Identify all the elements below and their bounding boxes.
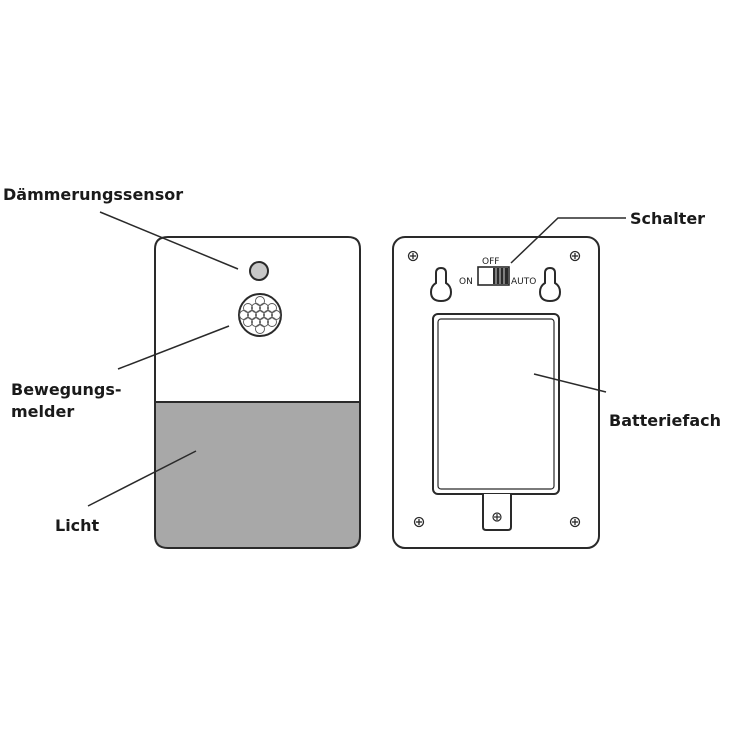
battery-compartment: [432, 313, 560, 531]
label-motion-sensor-line1: Bewegungs-: [11, 380, 122, 399]
battery-tab: [482, 494, 512, 531]
label-battery: Batteriefach: [609, 411, 721, 430]
motion-sensor-lens: [238, 293, 282, 337]
switch-auto-label: AUTO: [511, 277, 536, 287]
keyhole-hanger-icon: [429, 266, 562, 303]
mode-switch: ON OFF AUTO: [459, 257, 536, 287]
twilight-sensor-lens: [249, 261, 269, 281]
leader-lines: [87, 211, 626, 507]
light-panel: [154, 401, 361, 549]
label-light: Licht: [55, 516, 100, 535]
front-device: [154, 236, 361, 549]
label-motion-sensor-line2: melder: [11, 402, 75, 421]
leader-motion: [117, 325, 230, 370]
leader-twilight: [99, 211, 239, 270]
leader-light: [87, 450, 197, 507]
switch-on-label: ON: [459, 277, 473, 287]
leader-switch: [510, 217, 626, 264]
label-twilight-sensor: Dämmerungssensor: [3, 185, 184, 204]
label-switch: Schalter: [630, 209, 706, 228]
screw-icon: [407, 250, 581, 528]
switch-off-label: OFF: [482, 257, 499, 267]
screw-icon: [492, 512, 502, 522]
back-device: ON OFF AUTO: [392, 236, 600, 549]
leader-battery: [533, 373, 607, 393]
